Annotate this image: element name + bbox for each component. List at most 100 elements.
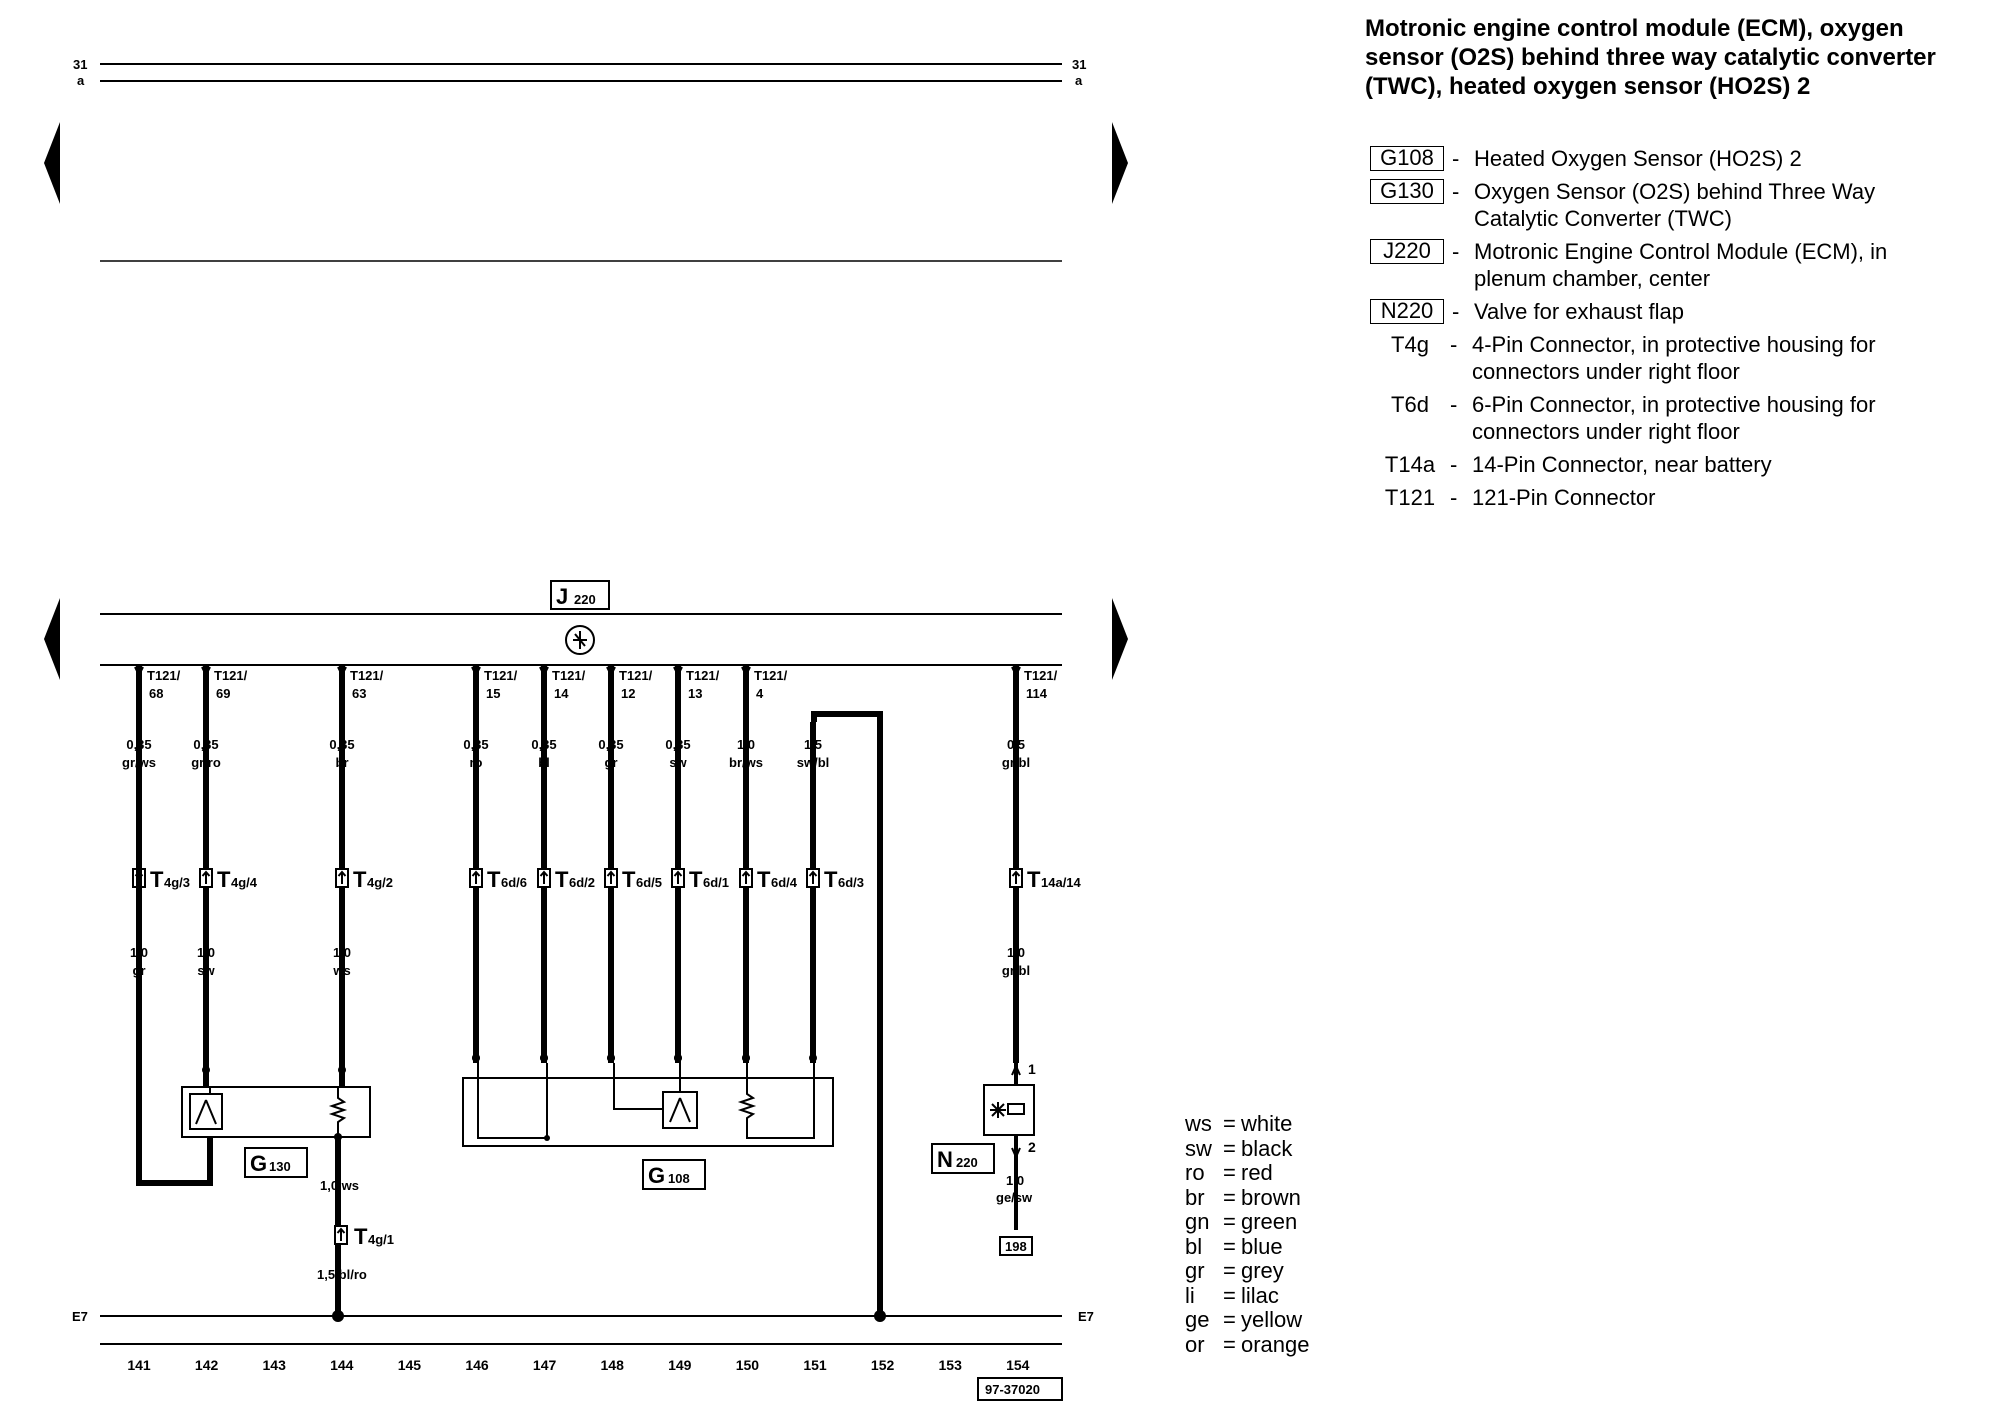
rail-a-label-left: a <box>77 73 85 88</box>
legend-dash: - <box>1450 332 1458 357</box>
n220-reference: 198 <box>1005 1239 1027 1254</box>
wire-color: sw/bl <box>797 755 830 770</box>
connector-sublabel: 6d/5 <box>636 875 662 890</box>
wire-size: 0,35 <box>598 737 623 752</box>
color-abbr: gr <box>1185 1258 1205 1283</box>
equals-sign: = <box>1223 1282 1236 1308</box>
legend-dash: - <box>1452 299 1460 324</box>
wire-size: 0,35 <box>193 737 218 752</box>
prev-page-arrow-icon[interactable] <box>44 598 60 680</box>
ecm-label-letter: J <box>556 584 568 609</box>
wire-color: bl <box>538 755 550 770</box>
next-page-arrow-icon[interactable] <box>1112 122 1128 204</box>
sensor-g130: G 130 <box>181 1086 371 1178</box>
n220-label-number: 220 <box>956 1155 978 1170</box>
prev-page-arrow-icon[interactable] <box>44 122 60 204</box>
connector-label: T <box>150 867 164 892</box>
legend-dash: - <box>1452 239 1460 264</box>
wire-size: 0,5 <box>1007 737 1025 752</box>
color-name: yellow <box>1241 1307 1303 1332</box>
connector-label: T <box>689 867 703 892</box>
pin-number: 4 <box>756 686 764 701</box>
connector-sublabel: 4g/4 <box>231 875 258 890</box>
column-number: 153 <box>939 1357 963 1373</box>
rail-31: 31 31 <box>73 57 1086 72</box>
pin-label: T121/ <box>754 668 788 683</box>
column-number: 151 <box>803 1357 827 1373</box>
pin-label: T121/ <box>1024 668 1058 683</box>
equals-sign: = <box>1223 1160 1236 1185</box>
pin-number: 13 <box>688 686 702 701</box>
column-number: 142 <box>195 1357 219 1373</box>
connector-sublabel: 6d/1 <box>703 875 729 890</box>
connector-sublabel: 4g/2 <box>367 875 393 890</box>
column-number: 149 <box>668 1357 692 1373</box>
column-number: 143 <box>263 1357 287 1373</box>
color-code-row: ro=red <box>1185 1160 1310 1186</box>
color-code-row: bl=blue <box>1185 1233 1310 1260</box>
reference-box <box>999 1236 1033 1256</box>
ecm-label-box <box>550 580 610 610</box>
wire-color: sw <box>197 963 215 978</box>
g108-label-letter: G <box>648 1163 665 1188</box>
color-code-row: or=orange <box>1185 1331 1310 1358</box>
color-abbr: bl <box>1185 1233 1203 1259</box>
connector-label: T <box>622 867 636 892</box>
legend-row: G108-Heated Oxygen Sensor (HO2S) 2 <box>1370 145 1990 172</box>
color-code-row: br=brown <box>1185 1184 1310 1211</box>
g108-label-number: 108 <box>668 1171 690 1186</box>
equals-sign: = <box>1223 1331 1236 1357</box>
color-name: green <box>1241 1209 1298 1234</box>
legend-row: N220-Valve for exhaust flap <box>1370 298 1990 325</box>
color-name: red <box>1241 1160 1273 1185</box>
valve-n220: 1 2 N 220 1,0 ge/sw 198 <box>931 1061 1036 1256</box>
column-number: 147 <box>533 1357 557 1373</box>
rail-31-label-left: 31 <box>73 57 87 72</box>
connector-label: T <box>353 867 367 892</box>
color-name: blue <box>1241 1233 1283 1259</box>
connector-label: T <box>1027 867 1041 892</box>
equals-sign: = <box>1223 1111 1236 1136</box>
valve-icon <box>990 1102 1006 1118</box>
legend-text: Motronic Engine Control Module (ECM), in… <box>1474 239 1888 291</box>
wire-size: 1,0 <box>197 945 215 960</box>
next-page-arrow-icon[interactable] <box>1112 598 1128 680</box>
connector-sublabel: 6d/6 <box>501 875 527 890</box>
column-number: 148 <box>601 1357 625 1373</box>
connector-label: T <box>555 867 569 892</box>
wire-color: ro <box>470 755 483 770</box>
wire-color: ws <box>332 963 350 978</box>
color-name: grey <box>1241 1258 1284 1283</box>
wire-size: 1,0 <box>333 945 351 960</box>
lambda-icon <box>662 1091 698 1129</box>
legend-text: Valve for exhaust flap <box>1474 299 1684 324</box>
ground-wire-152 <box>811 711 886 1322</box>
equals-sign: = <box>1223 1209 1236 1234</box>
diagram-number: 97-37020 <box>985 1382 1040 1397</box>
legend-code: T121 <box>1384 485 1436 510</box>
color-code-row: gn=green <box>1185 1209 1310 1235</box>
ecm-label-number: 220 <box>574 592 596 607</box>
pin-number: 15 <box>486 686 500 701</box>
pin-label: T121/ <box>214 668 248 683</box>
pin-label: T121/ <box>686 668 720 683</box>
legend-code: T14a <box>1384 452 1436 477</box>
column-number: 152 <box>871 1357 895 1373</box>
legend-row: T121-121-Pin Connector <box>1370 484 1990 511</box>
g130-ground-path: 1,0 ws T 4g/1 1,5 bl/ro <box>136 665 394 1322</box>
wire-size: 0,35 <box>665 737 690 752</box>
g130-label-box <box>244 1147 308 1178</box>
g130-label-letter: G <box>250 1151 267 1176</box>
color-code-row: gr=grey <box>1185 1258 1310 1284</box>
color-code-row: li=lilac <box>1185 1282 1310 1309</box>
legend-row: T4g-4-Pin Connector, in protective housi… <box>1370 331 1990 385</box>
pin-number: 114 <box>1026 686 1048 701</box>
color-name: brown <box>1241 1184 1301 1210</box>
